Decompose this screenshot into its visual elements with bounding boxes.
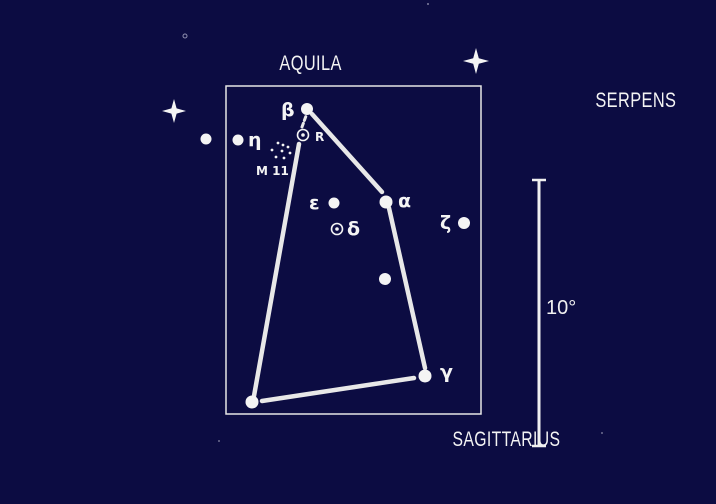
label-beta: β xyxy=(281,99,295,121)
line-gamma-south xyxy=(259,375,417,404)
background-specks xyxy=(182,3,603,442)
line-south-r xyxy=(251,141,302,399)
scale-bar xyxy=(532,178,546,448)
constellation-lines xyxy=(251,111,428,404)
label-r: R xyxy=(315,130,324,144)
label-eta: η xyxy=(248,129,262,151)
star-west xyxy=(200,133,212,145)
star-gamma xyxy=(418,369,432,383)
star-unlabeled-mid xyxy=(379,273,391,285)
label-sagittarius: SAGITTARIUS xyxy=(453,427,561,451)
star-zeta xyxy=(458,217,470,229)
sparkle-star-icon-west xyxy=(162,99,186,123)
label-zeta: ζ xyxy=(440,212,451,234)
line-beta-alpha xyxy=(309,111,385,195)
label-delta: δ xyxy=(347,218,360,240)
label-m11: M 11 xyxy=(256,164,289,178)
label-alpha: α xyxy=(398,190,411,212)
variable-star-delta xyxy=(330,222,344,236)
star-alpha xyxy=(379,195,393,209)
stars xyxy=(200,103,470,409)
label-gamma: γ xyxy=(440,361,453,383)
variable-star-r xyxy=(296,128,310,142)
star-epsilon xyxy=(328,197,340,209)
scale-label: 10° xyxy=(546,297,576,319)
label-epsilon: ε xyxy=(309,192,320,214)
line-alpha-gamma xyxy=(386,205,428,371)
line-r-beta xyxy=(300,114,308,129)
label-serpens: SERPENS xyxy=(595,88,676,111)
label-aquila: AQUILA xyxy=(279,51,341,74)
cluster-m11-icon xyxy=(270,141,292,160)
star-south xyxy=(245,395,259,409)
star-eta xyxy=(232,134,244,146)
sparkle-star-icon-east xyxy=(463,48,489,74)
star-beta xyxy=(301,103,313,115)
chart-frame xyxy=(225,85,482,415)
